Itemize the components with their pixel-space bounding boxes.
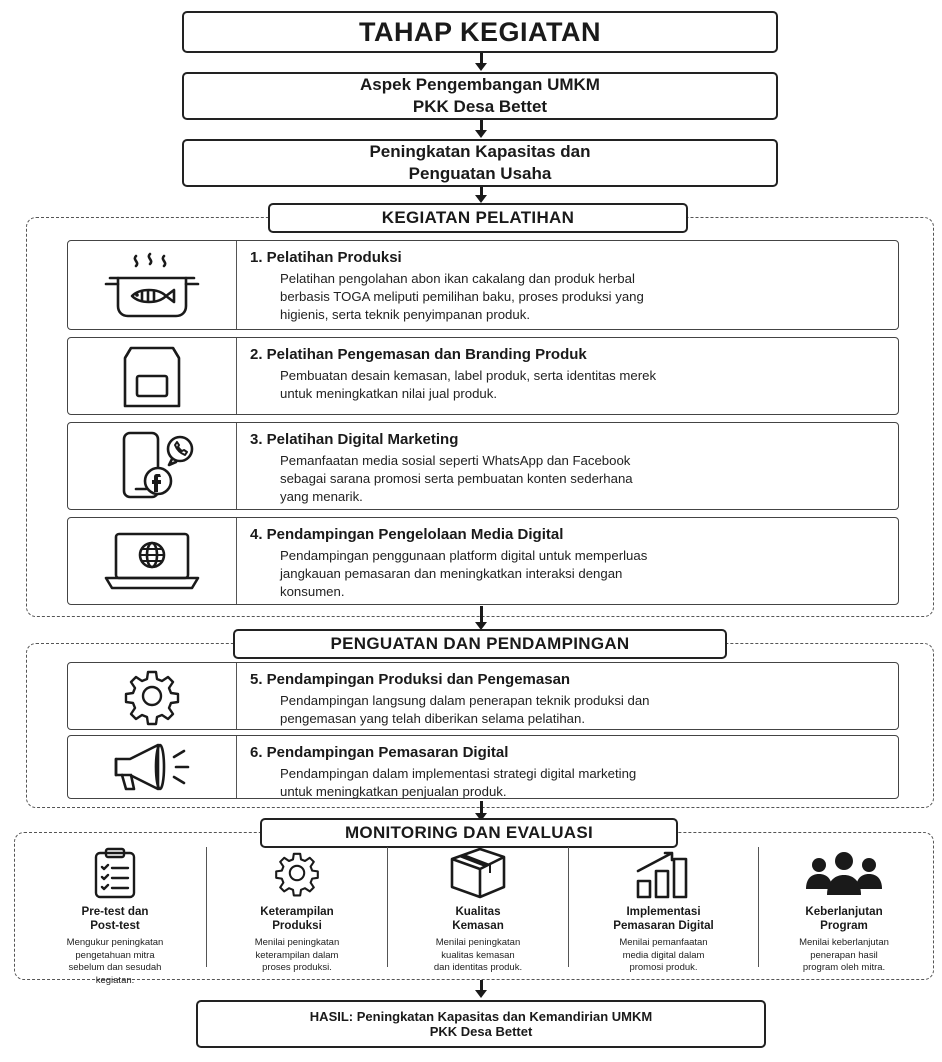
card-title: 5. Pendampingan Produksi dan Pengemasan [250, 671, 571, 688]
penguatan-card-5: 5. Pendampingan Produksi dan Pengemasan … [67, 662, 899, 730]
monitoring-title-line: Keterampilan [260, 905, 334, 918]
card-desc-line: untuk meningkatkan penjualan produk. [280, 784, 507, 799]
monitoring-title-line: Kemasan [452, 919, 504, 932]
monitoring-desc-line: kegiatan. [95, 974, 135, 986]
card-title: 3. Pelatihan Digital Marketing [250, 431, 459, 448]
monitoring-title-line: Post-test [90, 919, 140, 932]
card-desc-line: Pendampingan langsung dalam penerapan te… [280, 693, 650, 708]
monitoring-desc-line: media digital dalam [622, 949, 705, 961]
monitoring-title-line: Pre-test dan [81, 905, 149, 918]
monitoring-title-line: Implementasi [626, 905, 701, 918]
box-icon [450, 847, 506, 899]
card-title: 1. Pelatihan Produksi [250, 249, 402, 266]
pelatihan-section-title: KEGIATAN PELATIHAN [268, 203, 688, 233]
card-desc-line: Pembuatan desain kemasan, label produk, … [280, 368, 657, 383]
monitoring-col-5: Keberlanjutan Program Menilai keberlanju… [759, 847, 929, 973]
laptop-globe-icon [104, 532, 200, 590]
monitoring-title-line: Pemasaran Digital [613, 919, 714, 932]
people-group-icon [806, 852, 882, 895]
aspek-line-1: Aspek Pengembangan UMKM [360, 75, 600, 94]
card-title: 4. Pendampingan Pengelolaan Media Digita… [250, 526, 564, 543]
monitoring-col-1: Pre-test dan Post-test Mengukur peningka… [24, 847, 207, 986]
gear-icon [124, 670, 180, 726]
monitoring-desc-line: dan identitas produk. [433, 962, 523, 973]
monitoring-desc-line: Menilai peningkatan [435, 937, 521, 948]
monitoring-title-line: Kualitas [455, 905, 501, 918]
card-title: 2. Pelatihan Pengemasan dan Branding Pro… [250, 346, 587, 363]
peningkatan-line-1: Peningkatan Kapasitas dan [369, 142, 591, 161]
card-title: 6. Pendampingan Pemasaran Digital [250, 744, 509, 761]
diagram-title: TAHAP KEGIATAN [359, 16, 601, 47]
monitoring-desc-line: pengetahuan mitra [75, 949, 155, 961]
monitoring-desc-line: keterampilan dalam [255, 949, 339, 961]
monitoring-desc-line: program oleh mitra. [802, 962, 886, 973]
card-desc-line: untuk meningkatkan nilai jual produk. [280, 386, 497, 401]
card-desc-line: jangkauan pemasaran dan meningkatkan int… [280, 566, 623, 581]
clipboard-checklist-icon [94, 847, 136, 899]
card-desc-line: pengemasan yang telah diberikan selama p… [280, 711, 585, 726]
pelatihan-card-2: 2. Pelatihan Pengemasan dan Branding Pro… [67, 337, 899, 415]
card-desc-line: Pemanfaatan media sosial seperti WhatsAp… [280, 453, 631, 468]
monitoring-desc-line: Mengukur peningkatan [66, 937, 164, 948]
monitoring-desc-line: Menilai pemanfaatan [619, 937, 708, 948]
monitoring-desc-line: Menilai peningkatan [254, 937, 340, 948]
peningkatan-box: Peningkatan Kapasitas dan Penguatan Usah… [182, 139, 778, 187]
monitoring-desc-line: promosi produk. [629, 962, 698, 973]
result-box: HASIL: Peningkatan Kapasitas dan Kemandi… [196, 1000, 766, 1048]
pelatihan-card-4: 4. Pendampingan Pengelolaan Media Digita… [67, 517, 899, 605]
bar-growth-icon [636, 851, 687, 899]
title-box: TAHAP KEGIATAN [182, 11, 778, 53]
icon-cell [68, 518, 237, 604]
smartphone-social-icon [122, 431, 194, 499]
monitoring-title-line: Keberlanjutan [805, 905, 883, 918]
card-desc-line: sebagai sarana promosi serta pembuatan k… [280, 471, 633, 486]
icon-cell [68, 423, 237, 509]
card-desc-line: konsumen. [280, 584, 345, 599]
icon-cell [68, 338, 237, 414]
monitoring-desc-line: Menilai keberlanjutan [799, 937, 889, 948]
monitoring-title-line: Produksi [272, 919, 322, 932]
package-bag-icon [123, 346, 181, 408]
pelatihan-card-3: 3. Pelatihan Digital Marketing Pemanfaat… [67, 422, 899, 510]
monitoring-desc-line: proses produksi. [262, 962, 332, 973]
card-desc-line: Pelatihan pengolahan abon ikan cakalang … [280, 271, 635, 286]
icon-cell [68, 736, 237, 798]
aspek-line-2: PKK Desa Bettet [412, 97, 548, 116]
monitoring-col-3: Kualitas Kemasan Menilai peningkatan kua… [388, 847, 569, 973]
card-desc-line: yang menarik. [280, 489, 363, 504]
penguatan-card-6: 6. Pendampingan Pemasaran Digital Pendam… [67, 735, 899, 799]
monitoring-section-title: MONITORING DAN EVALUASI [260, 818, 678, 848]
gear-icon [275, 852, 319, 897]
monitoring-col-2: Keterampilan Produksi Menilai peningkata… [207, 847, 388, 973]
card-desc-line: higienis, serta teknik penyimpanan produ… [280, 307, 530, 322]
aspek-box: Aspek Pengembangan UMKM PKK Desa Bettet [182, 72, 778, 120]
icon-cell [68, 663, 237, 729]
megaphone-icon [114, 743, 190, 791]
card-desc-line: Pendampingan dalam implementasi strategi… [280, 766, 637, 781]
card-desc-line: Pendampingan penggunaan platform digital… [280, 548, 648, 563]
result-line-1: HASIL: Peningkatan Kapasitas dan Kemandi… [309, 1009, 653, 1024]
monitoring-col-4: Implementasi Pemasaran Digital Menilai p… [569, 847, 759, 973]
monitoring-desc-line: penerapan hasil [810, 949, 878, 961]
monitoring-title-line: Program [820, 919, 868, 932]
monitoring-desc-line: kualitas kemasan [441, 949, 515, 961]
icon-cell [68, 241, 237, 329]
monitoring-desc-line: sebelum dan sesudah [68, 962, 162, 973]
result-line-2: PKK Desa Bettet [429, 1024, 533, 1039]
card-desc-line: berbasis TOGA meliputi pemilihan baku, p… [280, 289, 644, 304]
penguatan-section-title: PENGUATAN DAN PENDAMPINGAN [233, 629, 727, 659]
cooking-pot-fish-icon [104, 252, 200, 318]
peningkatan-line-2: Penguatan Usaha [408, 164, 552, 183]
pelatihan-card-1: 1. Pelatihan Produksi Pelatihan pengolah… [67, 240, 899, 330]
